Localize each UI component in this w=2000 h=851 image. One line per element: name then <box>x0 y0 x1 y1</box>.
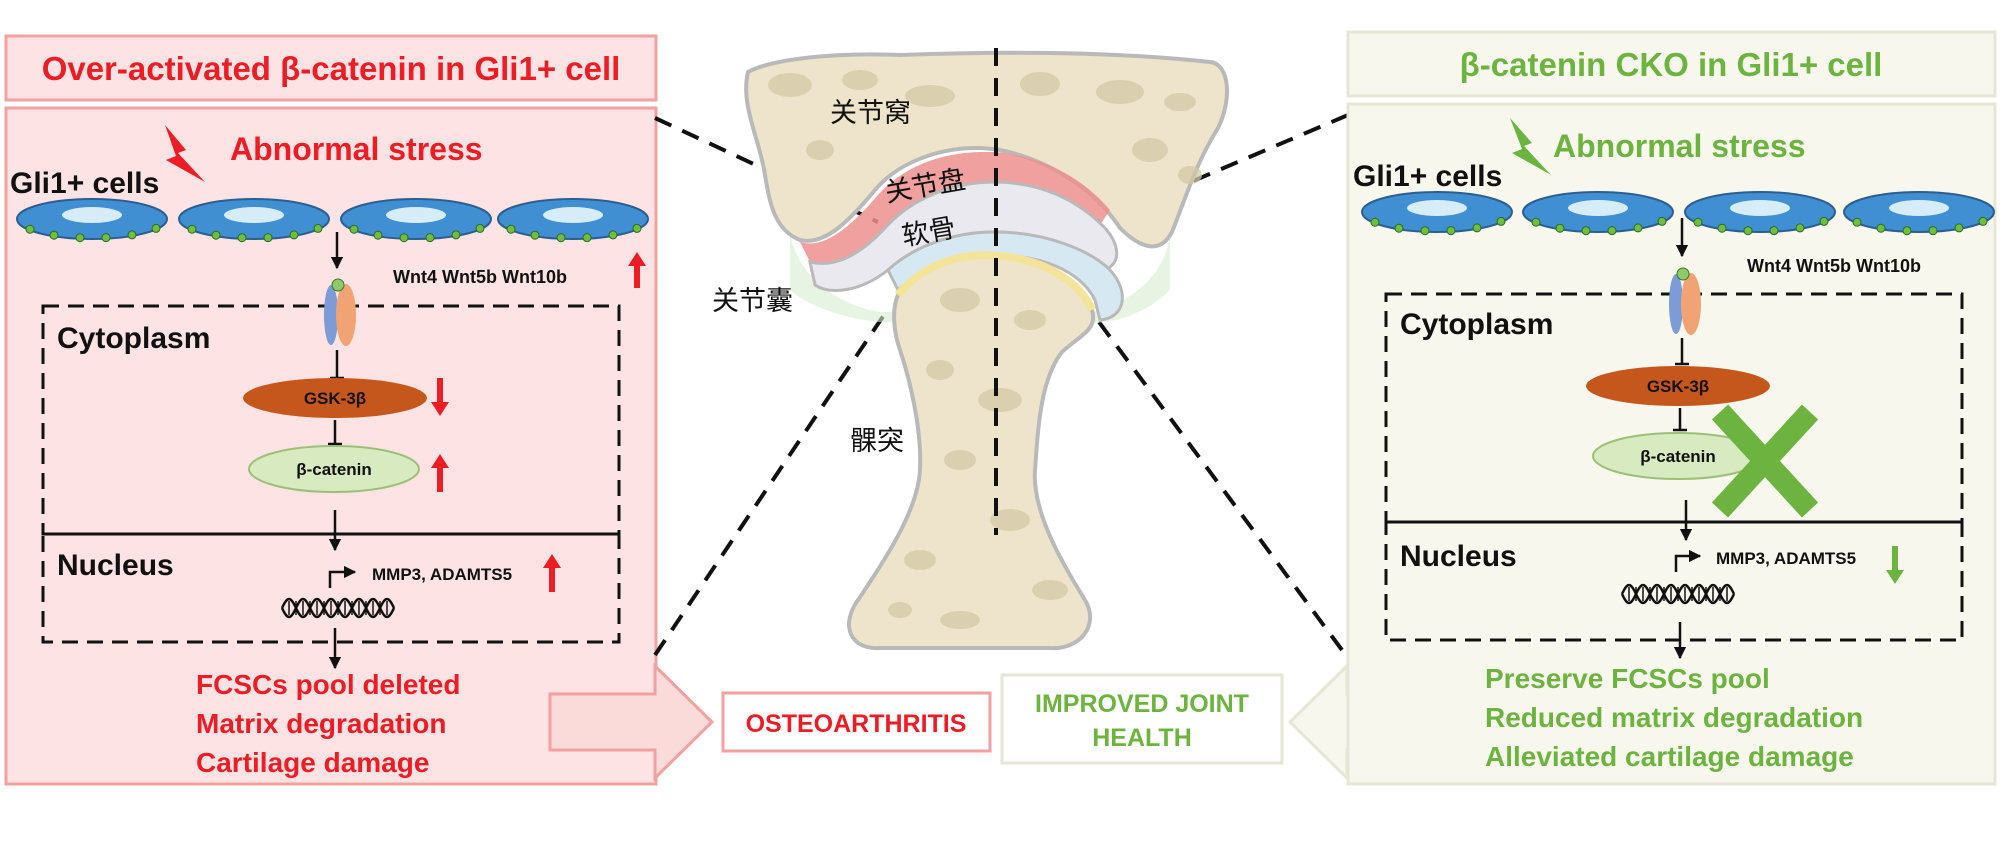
left-cytoplasm-label: Cytoplasm <box>57 322 210 355</box>
left-outcome-2: Matrix degradation <box>196 708 446 739</box>
left-catenin: β-catenin <box>248 445 420 493</box>
gli1-cell <box>16 198 168 243</box>
bone-spot <box>1020 72 1060 96</box>
left-header-box <box>4 34 658 102</box>
bone-spot <box>1096 80 1144 104</box>
left-nucleus-label: Nucleus <box>57 549 174 582</box>
osteoarthritis-label: OSTEOARTHRITIS <box>746 710 967 738</box>
joint-cartilage-edge <box>894 251 1096 312</box>
right-stress-label: Abnormal stress <box>1553 128 1806 164</box>
right-outcome-3: Alleviated cartilage damage <box>1485 741 1854 772</box>
improved-health-box <box>1000 673 1284 765</box>
bone-spot <box>888 602 912 618</box>
right-header-box <box>1346 30 1997 98</box>
leader-line-bottom-left <box>653 313 886 657</box>
right-transcription-arrow <box>1674 549 1702 572</box>
left-cells-row <box>16 198 649 243</box>
left-transcription-arrow <box>328 565 357 588</box>
left-nucleus-box <box>41 532 621 644</box>
left-wnt-label: Wnt4 Wnt5b Wnt10b <box>393 267 567 287</box>
dna-helix-icon <box>1620 583 1736 605</box>
right-gsk-label: GSK-3β <box>1647 377 1709 396</box>
lightning-bolt-icon <box>1510 118 1551 175</box>
right-outcome-2: Reduced matrix degradation <box>1485 702 1863 733</box>
improved-health-line-1: IMPROVED JOINT <box>1035 690 1249 718</box>
gli1-cell <box>1843 191 1995 236</box>
bone-spot <box>904 550 936 570</box>
left-cells-label: Gli1+ cells <box>10 167 159 200</box>
gli1-cell <box>1361 191 1513 236</box>
up-arrow-icon <box>543 554 561 592</box>
bone-spot <box>978 388 1022 412</box>
joint-capsule <box>790 235 1170 323</box>
left-block-arrow <box>548 662 715 782</box>
osteoarthritis-box <box>721 691 992 753</box>
gli1-cell <box>1684 191 1836 236</box>
bone-spot <box>842 70 878 90</box>
center-joint: 关节窝 关节盘 软骨 关节囊 髁突 <box>653 48 1349 657</box>
bone-spot <box>806 140 834 160</box>
bone-spot <box>1014 310 1046 330</box>
bone-spot <box>768 73 812 97</box>
outcome-row: OSTEOARTHRITIS IMPROVED JOINT HEALTH <box>548 662 1454 782</box>
left-receptor <box>324 278 356 346</box>
gli1-cell <box>497 198 649 243</box>
leader-line-top-right <box>1089 113 1349 227</box>
leader-line-bottom-right <box>1094 316 1344 652</box>
right-receptor <box>1669 267 1701 335</box>
left-stress-label: Abnormal stress <box>230 131 483 167</box>
gli1-cell <box>1522 191 1674 236</box>
bone-spot <box>1178 166 1202 184</box>
down-arrow-icon <box>431 378 449 416</box>
left-gsk: GSK-3β <box>243 378 427 418</box>
right-catenin-label: β-catenin <box>1640 447 1716 466</box>
down-arrow-icon <box>1886 546 1904 584</box>
gli1-cell <box>340 198 492 243</box>
right-catenin: β-catenin <box>1592 432 1764 480</box>
right-header-title: β-catenin CKO in Gli1+ cell <box>1460 46 1883 83</box>
up-arrow-icon <box>431 454 449 492</box>
right-cytoplasm-label: Cytoplasm <box>1400 308 1553 341</box>
label-capsule: 关节囊 <box>712 286 793 317</box>
left-outcome-3: Cartilage damage <box>196 747 429 778</box>
left-genes-label: MMP3, ADAMTS5 <box>372 565 512 584</box>
left-outcome-1: FCSCs pool deleted <box>196 669 460 700</box>
bone-spot <box>990 509 1030 531</box>
label-fossa: 关节窝 <box>830 98 911 129</box>
bone-spot <box>905 85 955 107</box>
right-cells-row <box>1361 191 1995 236</box>
left-catenin-label: β-catenin <box>296 460 372 479</box>
right-cells-label: Gli1+ cells <box>1353 160 1502 193</box>
left-gsk-label: GSK-3β <box>304 389 366 408</box>
right-gsk: GSK-3β <box>1586 366 1770 406</box>
improved-health-line-2: HEALTH <box>1092 724 1192 752</box>
right-panel: β-catenin CKO in Gli1+ cell Abnormal str… <box>1346 30 1997 786</box>
right-nucleus-box <box>1384 520 1964 642</box>
gli1-cell <box>178 198 330 243</box>
dna-helix-icon <box>280 597 396 619</box>
right-genes-label: MMP3, ADAMTS5 <box>1716 549 1856 568</box>
lightning-bolt-icon <box>165 125 205 182</box>
bone-spot <box>1164 93 1196 111</box>
left-header-title: Over-activated β-catenin in Gli1+ cell <box>42 50 621 87</box>
right-wnt-label: Wnt4 Wnt5b Wnt10b <box>1747 256 1921 276</box>
bone-spot <box>926 360 954 380</box>
right-outcome-1: Preserve FCSCs pool <box>1485 663 1770 694</box>
bone-texture <box>768 70 1202 629</box>
bone-spot <box>1032 580 1068 600</box>
up-arrow-icon <box>628 252 646 288</box>
x-cross-icon <box>1711 404 1819 518</box>
left-panel: Over-activated β-catenin in Gli1+ cell A… <box>4 34 658 786</box>
right-nucleus-label: Nucleus <box>1400 540 1517 573</box>
bone-spot <box>944 450 976 470</box>
bone-spot <box>1132 138 1168 162</box>
bone-spot <box>940 288 980 312</box>
bone-spot <box>940 611 980 629</box>
label-condyle: 髁突 <box>850 426 904 457</box>
